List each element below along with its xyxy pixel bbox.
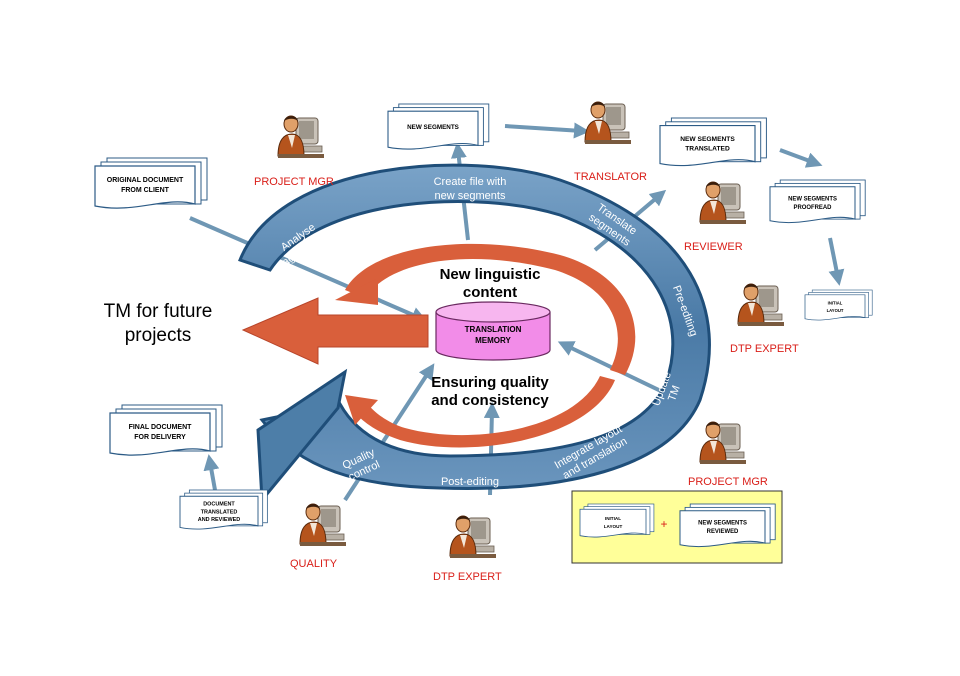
- connector-doc-to-final: [203, 454, 220, 491]
- doc-new-segments: NEW SEGMENTS: [387, 103, 490, 150]
- person-project-mgr-bottom: [699, 421, 747, 465]
- person-quality: [299, 503, 347, 547]
- role-reviewer: REVIEWER: [684, 241, 743, 253]
- role-project-mgr-top: PROJECT MGR: [254, 176, 334, 188]
- box-reviewed-line1: NEW SEGMENTS: [698, 520, 747, 526]
- role-translator: TRANSLATOR: [574, 171, 647, 183]
- connector-proofread-to-layout: [828, 237, 845, 286]
- role-dtp-bottom: DTP EXPERT: [433, 571, 502, 583]
- quality-line2: and consistency: [431, 392, 549, 409]
- red-arrow-top-head: [335, 278, 378, 305]
- band-create-line2: new segments: [435, 190, 506, 202]
- workflow-band-arrowhead: [256, 368, 348, 504]
- role-dtp-right: DTP EXPERT: [730, 343, 799, 355]
- quality-line1: Ensuring quality: [431, 374, 549, 391]
- doc-translated-line1: NEW SEGMENTS: [680, 136, 735, 143]
- tm-label-line1: TRANSLATION: [465, 325, 522, 334]
- person-reviewer: [699, 181, 747, 225]
- doc-translated-line2: TRANSLATED: [685, 145, 730, 152]
- doc-final-line2: FOR DELIVERY: [134, 434, 186, 441]
- box-initial-line2: LAYOUT: [604, 524, 623, 529]
- new-content-line1: New linguistic: [440, 266, 541, 283]
- box-reviewed-line2: REVIEWED: [707, 529, 739, 535]
- connector-new-to-translator: [504, 122, 590, 139]
- tm-label-line2: MEMORY: [475, 336, 511, 345]
- band-update-line2: TM: [666, 384, 683, 403]
- connector-translated-to-proofread: [779, 148, 823, 168]
- doc-tr-line2: TRANSLATED: [201, 509, 238, 515]
- doc-initial-layout: INITIAL LAYOUT: [804, 289, 873, 321]
- doc-tr-line1: DOCUMENT: [203, 502, 235, 508]
- doc-proofread-line1: NEW SEGMENTS: [788, 196, 837, 202]
- doc-translated: NEW SEGMENTS TRANSLATED: [659, 117, 767, 167]
- layout-reviewed-box: INITIAL LAYOUT + NEW SEGMENTS REVIEWED: [571, 490, 783, 564]
- person-translator: [584, 101, 632, 145]
- doc-proofread-line2: PROOFREAD: [794, 205, 833, 211]
- red-arrow-bottom-head: [345, 395, 378, 425]
- doc-original: ORIGINAL DOCUMENT FROM CLIENT: [94, 157, 208, 209]
- doc-tr-line3: AND REVIEWED: [198, 517, 240, 523]
- doc-translated-reviewed: DOCUMENT TRANSLATED AND REVIEWED: [179, 489, 268, 530]
- doc-new-segments-line1: NEW SEGMENTS: [407, 124, 459, 131]
- person-dtp-bottom: [449, 515, 497, 559]
- box-plus: +: [660, 517, 667, 531]
- doc-initial-layout-line1: INITIAL: [828, 300, 843, 305]
- doc-final-line1: FINAL DOCUMENT: [129, 424, 193, 431]
- person-dtp-right: [737, 283, 785, 327]
- doc-original-line2: FROM CLIENT: [121, 187, 170, 194]
- future-title-line1: TM for future: [104, 301, 213, 322]
- role-project-mgr-bottom: PROJECT MGR: [688, 476, 768, 488]
- connector-original-to-tm: [189, 216, 428, 323]
- box-initial-line1: INITIAL: [605, 516, 621, 521]
- band-create-line1: Create file with: [434, 176, 507, 188]
- role-quality: QUALITY: [290, 558, 338, 570]
- doc-initial-layout-line2: LAYOUT: [827, 308, 844, 313]
- new-content-line2: content: [463, 284, 517, 301]
- band-postediting: Post-editing: [441, 476, 499, 488]
- translation-memory: TRANSLATION MEMORY: [435, 301, 551, 361]
- doc-final: FINAL DOCUMENT FOR DELIVERY: [109, 404, 223, 456]
- person-project-mgr-top: [277, 115, 325, 159]
- doc-original-line1: ORIGINAL DOCUMENT: [107, 177, 184, 184]
- future-title-line2: projects: [125, 325, 192, 346]
- doc-proofread: NEW SEGMENTS PROOFREAD: [769, 179, 866, 224]
- future-projects-arrow: [241, 297, 429, 365]
- red-arrow-bottom: [350, 376, 615, 448]
